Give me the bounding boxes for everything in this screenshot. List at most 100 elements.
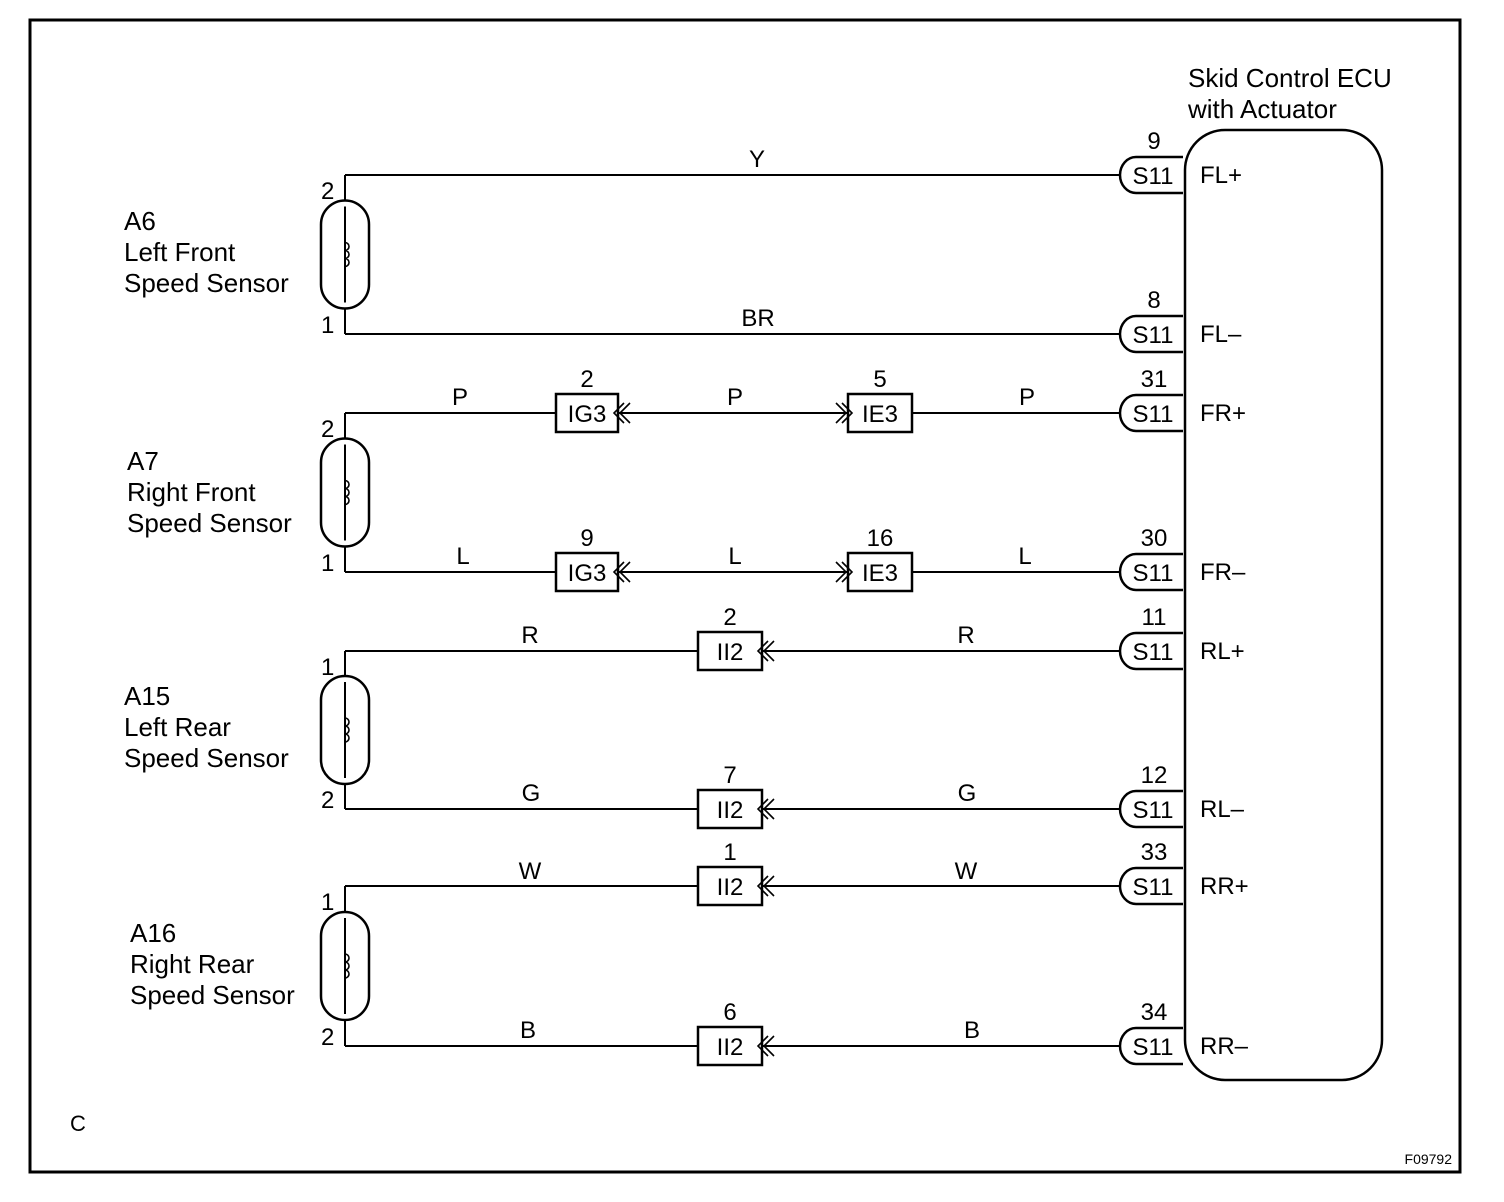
ecu-connector-shell [1118,552,1183,592]
connector-box [696,788,764,830]
ecu-connector-shell [1118,314,1183,354]
sensor-code: A15 [124,681,170,711]
connector-code: IE3 [862,401,898,428]
ecu-terminal-number: 11 [1142,604,1167,631]
sensor-name-line1: Right Rear [130,949,255,979]
wire-color-label: BR [741,305,774,332]
sensor-name-line2: Speed Sensor [130,980,295,1010]
connector-code: IE3 [862,560,898,587]
connector-box [696,630,764,672]
connector-chevron-icon [756,1035,775,1057]
connector-chevron-icon [612,561,631,583]
connector-box [554,551,620,593]
ecu-connector-shell [1118,631,1183,671]
ecu-connector-code: S11 [1133,322,1174,349]
sensor-name-line1: Left Rear [124,712,231,742]
wire-color-label: L [456,543,469,570]
wire-color-label: R [957,622,974,649]
ecu-signal-name: FR– [1200,559,1246,586]
ecu-connector-code: S11 [1133,401,1174,428]
ecu-terminal-number: 8 [1147,287,1160,314]
connector-code: II2 [717,1034,744,1061]
connector-chevron-icon [756,875,775,897]
ecu-terminal-number: 33 [1141,839,1168,866]
ecu-connector-code: S11 [1133,639,1174,666]
ecu-signal-name: RR– [1200,1033,1249,1060]
sensor-pin-top: 2 [321,178,334,205]
ecu-signal-name: FL– [1200,321,1242,348]
wire-color-label: P [1019,384,1035,411]
ecu-terminal-number: 31 [1141,366,1168,393]
connector-chevron-icon [612,402,631,424]
ecu-signal-name: RR+ [1200,873,1249,900]
ecu-signal-name: FR+ [1200,400,1246,427]
wire-color-label: G [958,780,977,807]
coil-icon [344,241,350,268]
connector-chevron-icon [835,402,854,424]
connector-pin: 1 [723,839,736,866]
ecu-connector-shell [1118,1026,1183,1066]
connector-box [696,865,764,907]
connector-box [696,1025,764,1067]
connector-pin: 9 [580,525,593,552]
ecu-title-line2: with Actuator [1187,94,1337,124]
ecu-connector-shell [1118,789,1183,829]
sensor-name-line1: Left Front [124,237,236,267]
wire-color-label: B [964,1017,980,1044]
diagram-code: C [70,1111,86,1136]
ecu-connectors: S119FL+S118FL–S1131FR+S1130FR–S1111RL+S1… [1118,128,1249,1066]
connector-code: IG3 [568,401,607,428]
coil-icon [344,717,350,743]
connector-box [554,392,620,434]
connector-pin: 16 [867,525,894,552]
ecu-connector-code: S11 [1133,797,1174,824]
wire-color-label: W [519,858,542,885]
connector-chevron-icon [756,798,775,820]
wire-color-label: B [520,1017,536,1044]
wire-color-label: W [955,858,978,885]
connector-code: II2 [717,874,744,901]
wire-color-label: G [522,780,541,807]
ecu-connector-2: S11 8FL– [1118,287,1242,354]
figure-id: F09792 [1405,1151,1453,1167]
ecu-connector-shell [1118,866,1183,906]
coil-icon [344,953,350,979]
skid-control-ecu: Skid Control ECU with Actuator [1183,63,1392,1082]
ecu-title-line1: Skid Control ECU [1188,63,1392,93]
ecu-terminal-number: 30 [1141,525,1168,552]
wire-color-label: P [452,384,468,411]
ecu-body [1183,128,1384,1082]
ecu-terminal-number: 9 [1147,128,1160,155]
ecu-connector-shell [1118,155,1183,195]
wire-color-label: P [727,384,743,411]
ecu-signal-name: FL+ [1200,162,1242,189]
sensor-pin-bottom: 2 [321,787,334,814]
ecu-connector-code: S11 [1133,560,1174,587]
connector-code: IG3 [568,560,607,587]
ecu-terminal-number: 34 [1141,999,1168,1026]
sensor-pin-bottom: 1 [321,550,334,577]
wire-color-label: R [521,622,538,649]
ecu-connector-code: S11 [1133,874,1174,901]
sensor-name-line1: Right Front [127,477,256,507]
sensor-code: A6 [124,206,156,236]
connector-pin: 2 [723,604,736,631]
sensor-pin-bottom: 2 [321,1024,334,1051]
connector-chevron-icon [756,640,775,662]
connector-code: II2 [717,797,744,824]
wire-color-label: L [1018,543,1031,570]
